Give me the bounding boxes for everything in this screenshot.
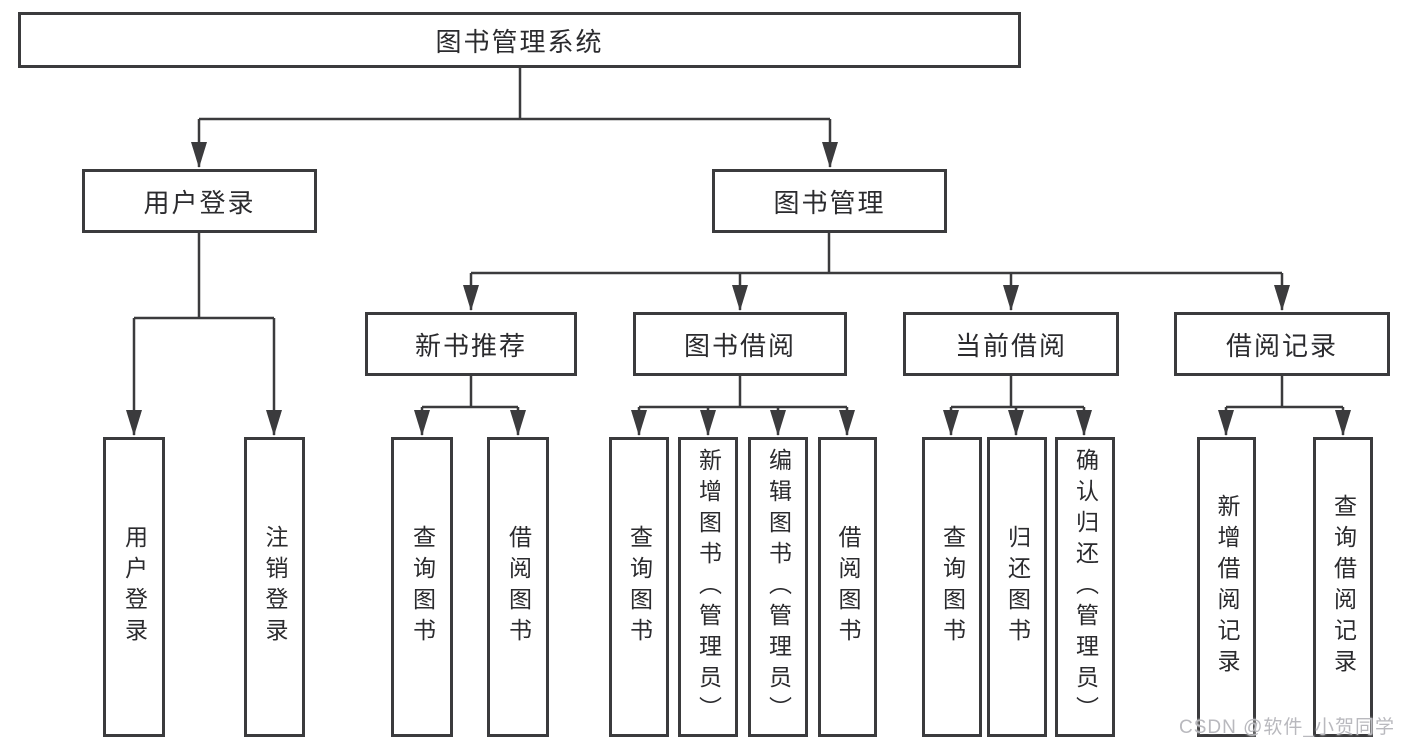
leaf-query-books-borrowing: 查询图书: [609, 437, 669, 737]
leaf-borrow-books-recommend-label: 借阅图书: [505, 525, 532, 649]
leaf-query-books-current: 查询图书: [922, 437, 982, 737]
leaf-add-borrow-record-label: 新增借阅记录: [1214, 494, 1240, 680]
leaf-query-borrow-record: 查询借阅记录: [1313, 437, 1373, 737]
node-book-management: 图书管理: [712, 169, 947, 233]
leaf-return-books-label: 归还图书: [1004, 525, 1031, 649]
leaf-user-login-label: 用户登录: [121, 525, 148, 649]
node-book-management-label: 图书管理: [773, 187, 886, 218]
node-borrowing-records-label: 借阅记录: [1225, 330, 1338, 361]
node-root-label: 图书管理系统: [435, 26, 604, 57]
node-new-book-recommend-label: 新书推荐: [414, 330, 527, 361]
leaf-query-books-recommend: 查询图书: [391, 437, 453, 737]
leaf-logout-label: 注销登录: [262, 525, 288, 649]
node-book-borrowing: 图书借阅: [633, 312, 847, 376]
leaf-borrow-books-borrowing: 借阅图书: [818, 437, 877, 737]
node-user-login-branch-label: 用户登录: [143, 187, 256, 218]
node-book-borrowing-label: 图书借阅: [683, 330, 796, 361]
leaf-add-books-admin: 新增图书（管理员）: [678, 437, 738, 737]
leaf-query-books-borrowing-label: 查询图书: [626, 525, 653, 649]
csdn-watermark: CSDN @软件_小贺同学: [1179, 717, 1395, 738]
leaf-add-books-admin-label: 新增图书（管理员）: [695, 447, 722, 727]
leaf-confirm-return-admin: 确认归还（管理员）: [1055, 437, 1115, 737]
leaf-query-books-recommend-label: 查询图书: [409, 525, 436, 649]
leaf-user-login: 用户登录: [103, 437, 165, 737]
node-new-book-recommend: 新书推荐: [365, 312, 577, 376]
leaf-add-borrow-record: 新增借阅记录: [1197, 437, 1256, 737]
leaf-edit-books-admin-label: 编辑图书（管理员）: [765, 447, 792, 727]
leaf-query-books-current-label: 查询图书: [939, 525, 966, 649]
leaf-borrow-books-recommend: 借阅图书: [487, 437, 549, 737]
node-current-borrowing-label: 当前借阅: [954, 330, 1067, 361]
node-current-borrowing: 当前借阅: [903, 312, 1119, 376]
leaf-return-books: 归还图书: [987, 437, 1047, 737]
leaf-logout: 注销登录: [244, 437, 305, 737]
node-user-login-branch: 用户登录: [82, 169, 317, 233]
leaf-query-borrow-record-label: 查询借阅记录: [1330, 494, 1357, 680]
leaf-confirm-return-admin-label: 确认归还（管理员）: [1072, 447, 1099, 727]
leaf-edit-books-admin: 编辑图书（管理员）: [748, 437, 808, 737]
node-borrowing-records: 借阅记录: [1174, 312, 1390, 376]
leaf-borrow-books-borrowing-label: 借阅图书: [835, 525, 861, 649]
node-root: 图书管理系统: [18, 12, 1021, 68]
